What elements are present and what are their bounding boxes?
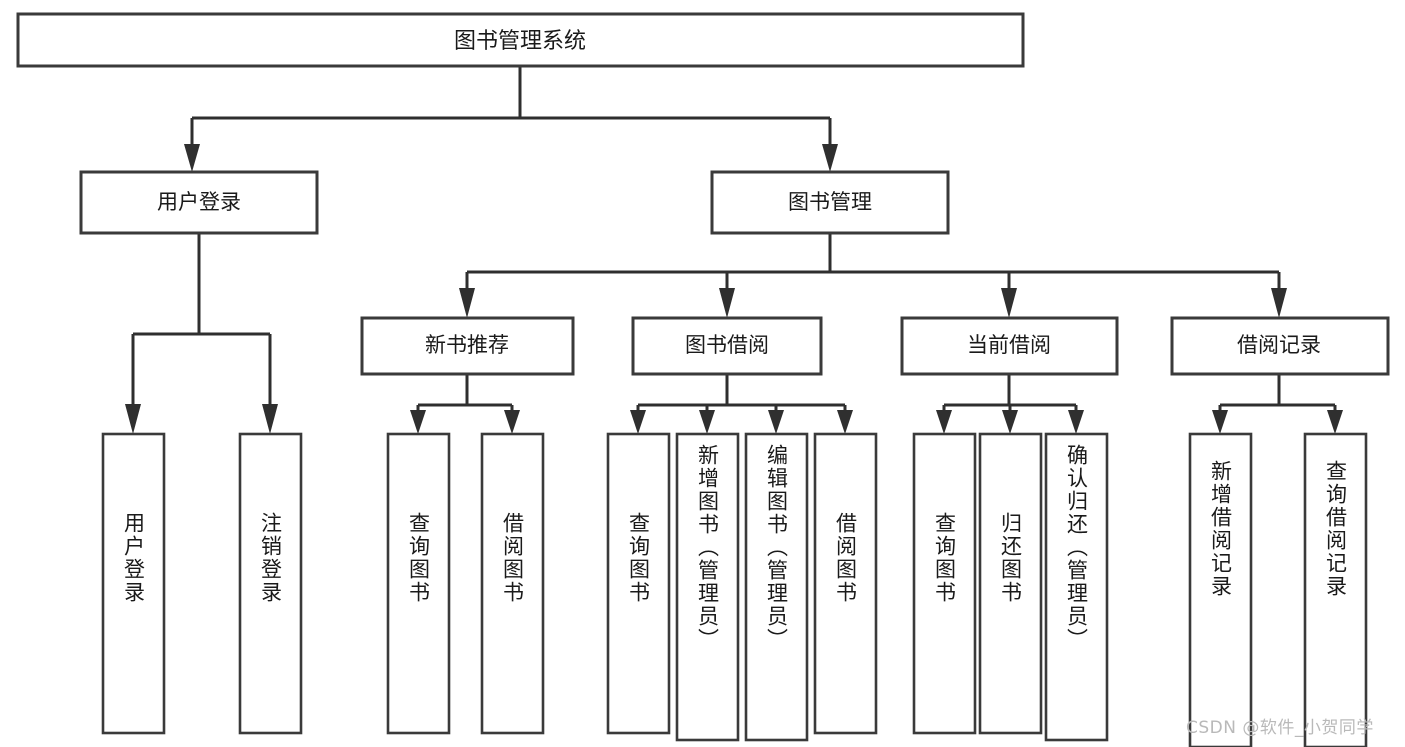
node-current-borrow[interactable]: 当前借阅 — [900, 316, 1119, 376]
node-borrow-record[interactable]: 借阅记录 — [1170, 316, 1390, 376]
node-new-book-recommend[interactable]: 新书推荐 — [360, 316, 575, 376]
node-book-manage-label: 图书管理 — [788, 190, 872, 214]
node-book-manage[interactable]: 图书管理 — [710, 170, 950, 235]
node-book-borrow[interactable]: 图书借阅 — [631, 316, 823, 376]
leaf-box-bb-query-book[interactable] — [606, 432, 671, 735]
leaf-boxes — [101, 432, 1368, 747]
node-borrow-record-label: 借阅记录 — [1237, 333, 1321, 357]
connector-bookmanage-to-level2 — [459, 233, 1287, 318]
leaf-box-bb-edit-book[interactable] — [744, 432, 809, 742]
leaf-box-logout[interactable] — [238, 432, 303, 735]
connector-currentborrow-to-leaves — [936, 374, 1084, 434]
leaf-box-nb-query-book[interactable] — [386, 432, 451, 735]
node-current-borrow-label: 当前借阅 — [967, 333, 1051, 357]
node-book-borrow-label: 图书借阅 — [685, 333, 769, 357]
leaf-box-user-login[interactable] — [101, 432, 166, 735]
leaf-box-nb-borrow-book[interactable] — [480, 432, 545, 735]
arrowhead-user-login — [184, 144, 200, 172]
connector-userlogin-to-leaves — [125, 233, 278, 434]
connector-newbook-to-leaves — [410, 374, 520, 434]
node-user-login[interactable]: 用户登录 — [79, 170, 319, 235]
connector-bookborrow-to-leaves — [630, 374, 853, 434]
leaf-box-br-add-record[interactable] — [1188, 432, 1253, 747]
leaf-box-cb-confirm-return[interactable] — [1044, 432, 1109, 742]
leaf-box-bb-borrow-book[interactable] — [813, 432, 878, 735]
node-user-login-label: 用户登录 — [157, 190, 241, 214]
arrowhead-book-manage — [822, 144, 838, 172]
leaf-box-cb-return-book[interactable] — [978, 432, 1043, 735]
node-new-book-recommend-label: 新书推荐 — [425, 333, 509, 357]
watermark-text: CSDN @软件_小贺同学 — [1186, 718, 1374, 738]
connector-borrowrecord-to-leaves — [1212, 374, 1343, 434]
node-root-label: 图书管理系统 — [454, 29, 586, 54]
leaf-box-br-query-record[interactable] — [1303, 432, 1368, 747]
connector-root-to-level1 — [184, 66, 838, 172]
leaf-box-cb-query-book[interactable] — [912, 432, 977, 735]
leaf-box-bb-add-book[interactable] — [675, 432, 740, 742]
node-root[interactable]: 图书管理系统 — [16, 12, 1025, 68]
